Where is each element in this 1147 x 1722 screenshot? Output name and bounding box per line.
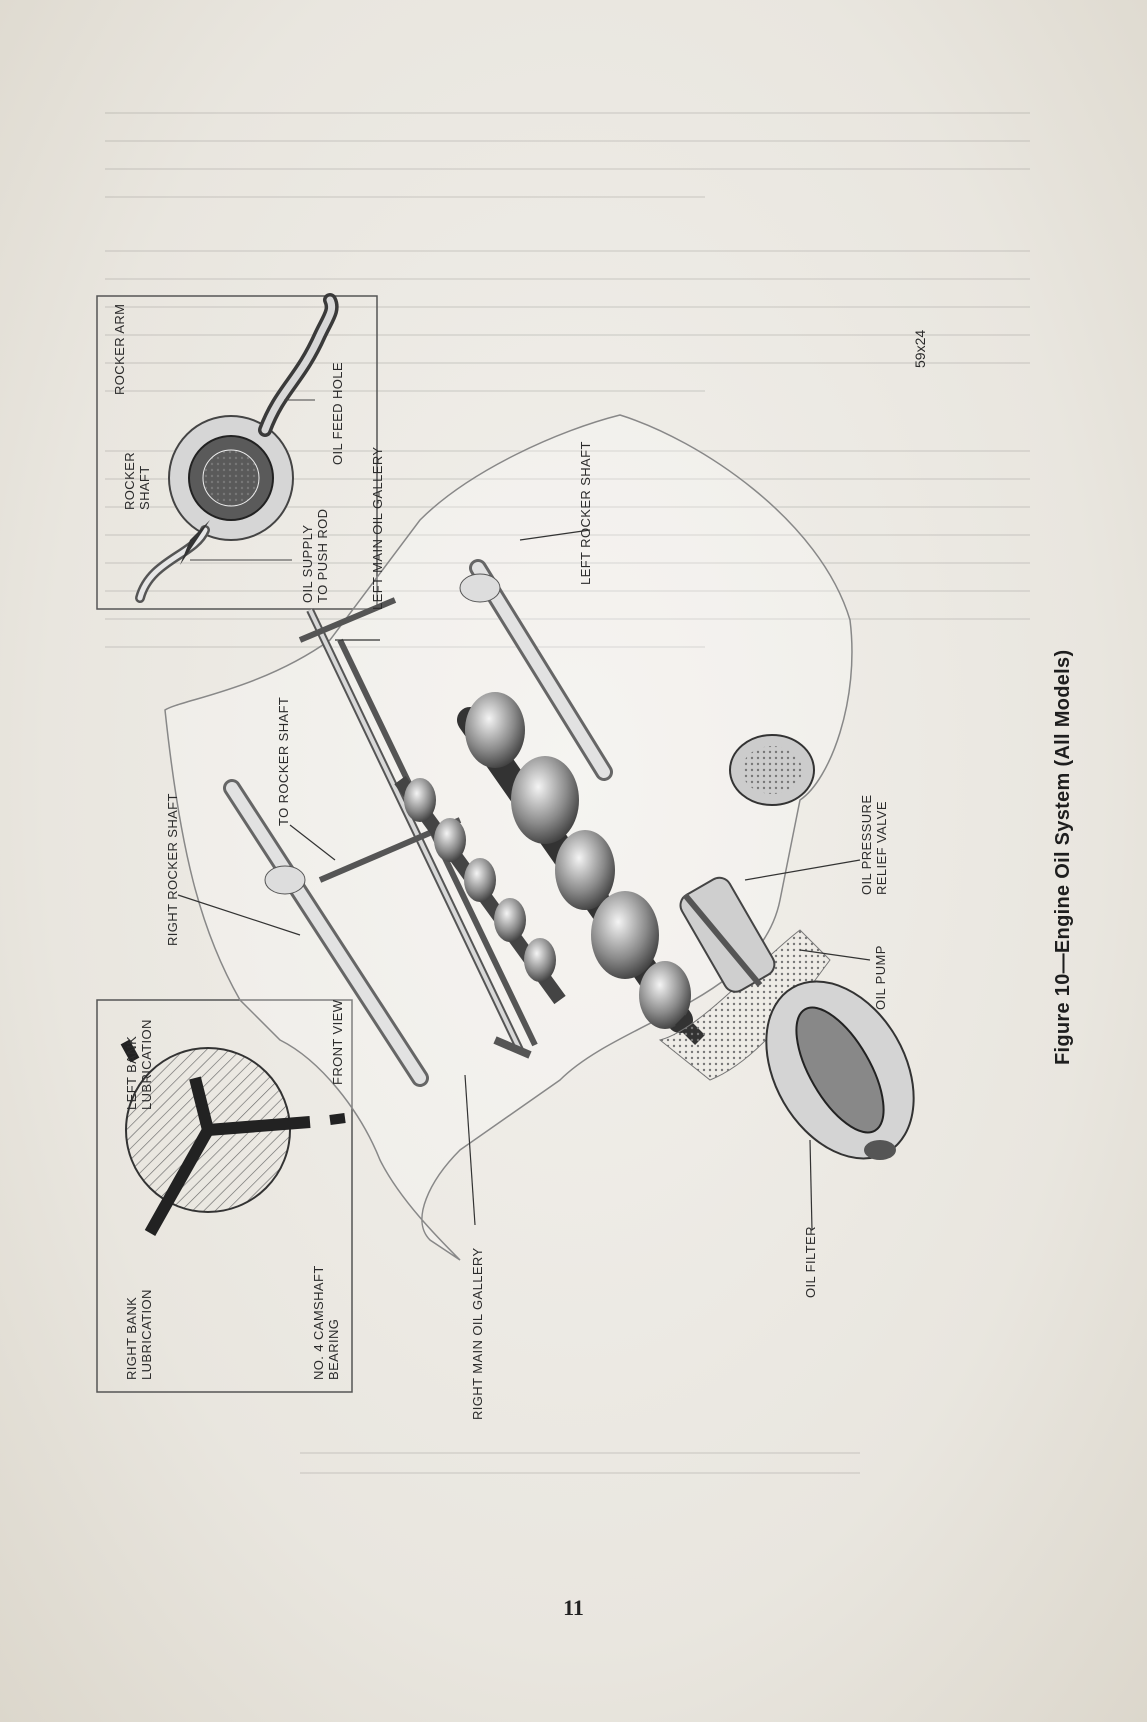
leader-lines [177,529,871,1231]
left-rocker-shaft-label: LEFT ROCKER SHAFT [578,441,593,585]
left-bank-lubrication-label: LEFT BANK LUBRICATION [124,1019,154,1110]
page-number: 11 [563,1595,584,1620]
figure-code: 59x24 [912,329,928,368]
rocker-shafts [223,559,613,1087]
right-main-oil-gallery-label: RIGHT MAIN OIL GALLERY [470,1247,485,1420]
oil-pressure-relief-valve-label: OIL PRESSURE RELIEF VALVE [859,794,889,895]
rocker-shaft-label: ROCKER SHAFT [122,451,152,510]
left-main-oil-gallery-label: LEFT MAIN OIL GALLERY [370,446,385,611]
rocker-arm-label: ROCKER ARM [112,303,127,395]
oil-supply-label: OIL SUPPLY TO PUSH ROD [300,508,330,603]
oil-pump-screen [729,734,815,806]
figure-caption: Figure 10—Engine Oil System (All Models) [1052,649,1074,1065]
no4-camshaft-bearing-label: NO. 4 CAMSHAFT BEARING [311,1265,341,1380]
right-bank-lubrication-label: RIGHT BANK LUBRICATION [124,1289,154,1380]
oil-filter-label: OIL FILTER [803,1226,818,1298]
front-view-inset [96,999,353,1393]
oil-filter [765,980,915,1160]
front-view-label: FRONT VIEW [330,999,345,1085]
rocker-inset [96,293,378,610]
crankshaft-assembly [394,692,705,1045]
oil-feed-hole-label: OIL FEED HOLE [330,362,345,465]
oil-pump-label: OIL PUMP [873,945,888,1010]
to-rocker-shaft-label: TO ROCKER SHAFT [276,696,291,826]
oil-pan [658,876,831,1081]
right-rocker-shaft-label: RIGHT ROCKER SHAFT [165,793,180,946]
